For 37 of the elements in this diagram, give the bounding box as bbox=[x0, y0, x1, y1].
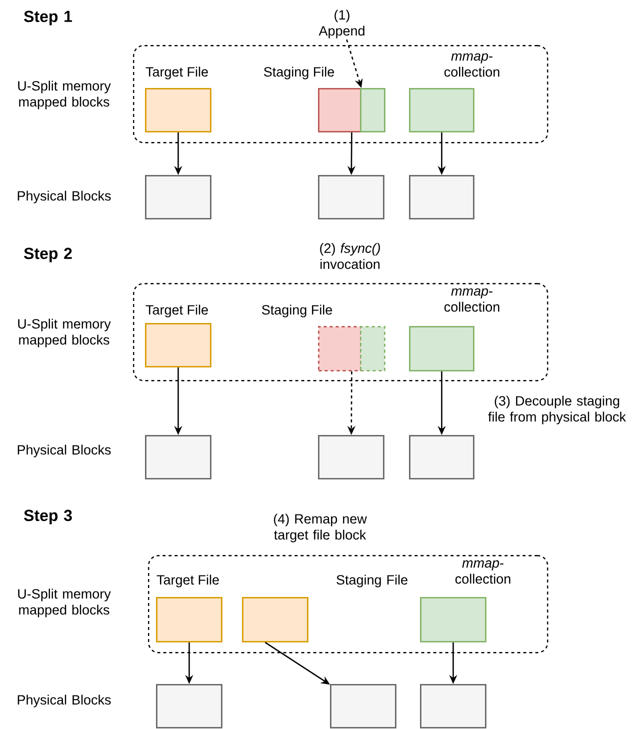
step-annotation: (3) Decouple staging file from physical block bbox=[488, 396, 626, 424]
row-label: U-Split memory mapped blocks bbox=[18, 318, 111, 348]
block-heading: Target File bbox=[146, 66, 208, 80]
step-annotation: (4) Remap new target file block bbox=[274, 514, 367, 542]
memory-block bbox=[360, 88, 386, 132]
physical-block bbox=[318, 435, 384, 480]
step-heading: Step 2 bbox=[24, 248, 72, 262]
block-heading: Staging File bbox=[262, 304, 332, 318]
memory-block bbox=[360, 326, 386, 372]
memory-block bbox=[409, 326, 474, 372]
memory-block bbox=[409, 88, 474, 132]
block-heading: Staging File bbox=[264, 66, 334, 80]
block-heading: Target File bbox=[156, 574, 219, 588]
step-heading: Step 1 bbox=[24, 10, 72, 26]
physical-block bbox=[330, 684, 396, 728]
physical-block bbox=[145, 175, 212, 220]
physical-block bbox=[420, 684, 486, 728]
row-label: Physical Blocks bbox=[18, 694, 111, 708]
memory-block bbox=[242, 597, 308, 642]
row-label: Physical Blocks bbox=[18, 190, 111, 204]
region-label: mmap-collection bbox=[444, 53, 500, 77]
physical-block bbox=[318, 175, 384, 220]
region-label: mmap-collection bbox=[444, 288, 500, 312]
memory-block bbox=[420, 597, 486, 642]
annotation-text: (1) Append bbox=[318, 10, 364, 38]
physical-block bbox=[409, 435, 474, 480]
step-annotation: (2) fsync() invocation bbox=[320, 243, 380, 269]
block-heading: Target File bbox=[146, 304, 208, 318]
region-label: mmap-collection bbox=[455, 560, 510, 584]
physical-block bbox=[409, 175, 474, 220]
physical-block bbox=[145, 435, 212, 480]
row-label: U-Split memory mapped blocks bbox=[18, 80, 111, 110]
row-label: Physical Blocks bbox=[18, 444, 111, 458]
physical-block bbox=[156, 684, 222, 728]
step-heading: Step 3 bbox=[24, 510, 72, 524]
box-heading: Staging File bbox=[336, 574, 408, 588]
row-label: U-Split memory mapped blocks bbox=[18, 588, 111, 618]
